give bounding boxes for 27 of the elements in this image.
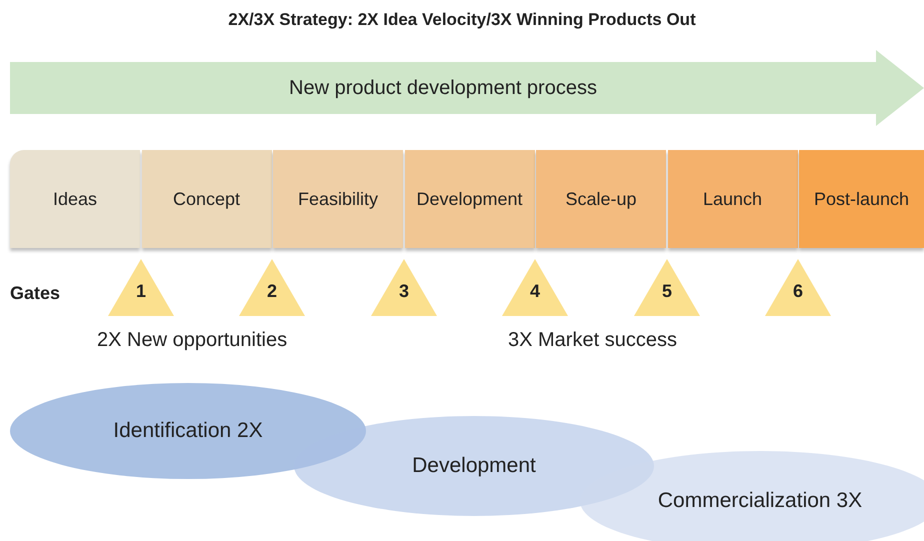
process-label: New product development process: [288, 76, 598, 100]
gate-number: 4: [528, 281, 541, 302]
gate-triangle: [765, 259, 831, 316]
gate-triangle: [371, 259, 437, 316]
stage-box: Development: [404, 150, 534, 248]
process-arrow: [10, 50, 924, 126]
stage-box: Launch: [668, 150, 798, 248]
gate-number: 6: [792, 281, 804, 302]
phase-note: 3X Market success: [508, 329, 677, 352]
stage-box: Ideas: [10, 150, 140, 248]
gate-number: 3: [398, 281, 410, 302]
gate-triangle: [108, 259, 174, 316]
gate-number: 5: [660, 281, 673, 302]
stage-box: Feasibility: [273, 150, 403, 248]
stage-box: Scale-up: [536, 150, 666, 248]
phase-note: 2X New opportunities: [97, 329, 288, 352]
gate-number: 2: [266, 281, 278, 302]
row-label: Gates: [10, 283, 60, 304]
gate-triangle: [502, 259, 568, 316]
phase-ellipse: Identification 2X: [10, 383, 366, 479]
stage-box: Concept: [142, 150, 272, 248]
phase-ellipse: Commercialization 3X: [580, 451, 924, 541]
gate-triangle: [634, 259, 700, 316]
diagram-title: 2X/3X Strategy: 2X Idea Velocity/3X Winning Products Out: [227, 10, 697, 30]
stage-box: Post-launch: [799, 150, 924, 248]
gate-triangle: [239, 259, 305, 316]
gate-number: 1: [134, 281, 147, 302]
